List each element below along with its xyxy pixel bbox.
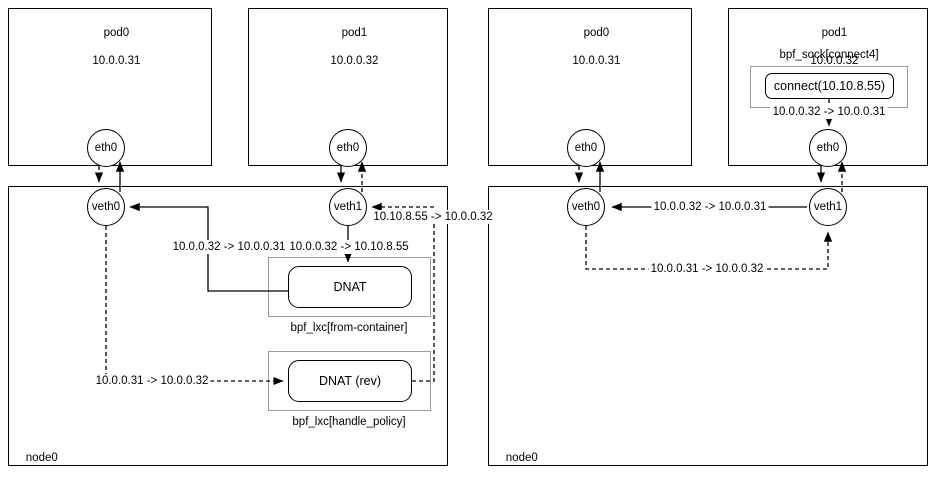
right-veth1-node: veth1 [809,188,847,226]
left-pod0-title: pod0 10.0.0.31 [8,12,212,82]
right-pod1-eth0-node: eth0 [809,129,847,167]
left-from-container-caption: bpf_lxc[from-container] [290,322,408,334]
right-pod1-title: pod1 10.0.0.32 [728,12,928,82]
left-veth0-node: veth0 [87,188,125,226]
left-label-veth0-to-dnat-rev: 10.0.0.31 -> 10.0.0.32 [93,374,211,388]
left-pod1-title: pod1 10.0.0.32 [248,12,448,82]
left-dnat-rev-label: DNAT (rev) [318,374,382,388]
left-pod1-eth0-node: eth0 [329,129,367,167]
left-edge-dnat-rev-to-veth1 [371,202,435,382]
left-handle-policy-caption: bpf_lxc[handle_policy] [292,416,406,428]
left-node0-container [8,186,448,466]
right-pod1-name: pod1 [821,27,848,39]
right-connect-box: connect(10.10.8.55) [765,73,894,99]
left-pod0-name: pod0 [103,27,130,39]
right-pod0-name: pod0 [583,27,610,39]
right-node0-label: node0 172.26.50.101 [493,438,579,477]
right-pod0-ip: 10.0.0.31 [572,55,621,67]
left-dnat-rev-box: DNAT (rev) [288,360,412,402]
left-node0-label: node0 172.26.50.101 [13,438,99,477]
left-node0-name: node0 [25,451,58,464]
right-node0-container [488,186,928,466]
right-pod1-ip: 10.0.0.32 [810,55,859,67]
right-connect-label: connect(10.10.8.55) [773,79,886,93]
right-node0-name: node0 [505,451,538,464]
left-label-dnat-rev-to-veth1: 10.10.8.55 -> 10.0.0.32 [371,210,495,224]
right-veth0-node: veth0 [567,188,605,226]
left-pod1-name: pod1 [341,27,368,39]
left-label-dnat-to-veth0: 10.0.0.32 -> 10.0.0.31 [170,240,288,254]
left-dnat-box: DNAT [288,266,412,308]
right-bpf-sock-caption: bpf_sock[connect4] [779,49,879,61]
left-veth1-node: veth1 [329,188,367,226]
left-pod0-ip: 10.0.0.31 [92,55,141,67]
right-pod0-title: pod0 10.0.0.31 [488,12,692,82]
right-label-veth1-to-veth0: 10.0.0.32 -> 10.0.0.31 [651,200,769,214]
left-label-veth1-to-dnat: 10.0.0.32 -> 10.10.8.55 [287,240,411,254]
right-label-connect-to-eth0: 10.0.0.32 -> 10.0.0.31 [770,105,888,119]
right-pod0-eth0-node: eth0 [567,129,605,167]
right-label-veth0-to-veth1: 10.0.0.31 -> 10.0.0.32 [648,262,766,276]
left-pod0-eth0-node: eth0 [87,129,125,167]
left-pod1-ip: 10.0.0.32 [330,55,379,67]
left-dnat-label: DNAT [333,280,367,294]
